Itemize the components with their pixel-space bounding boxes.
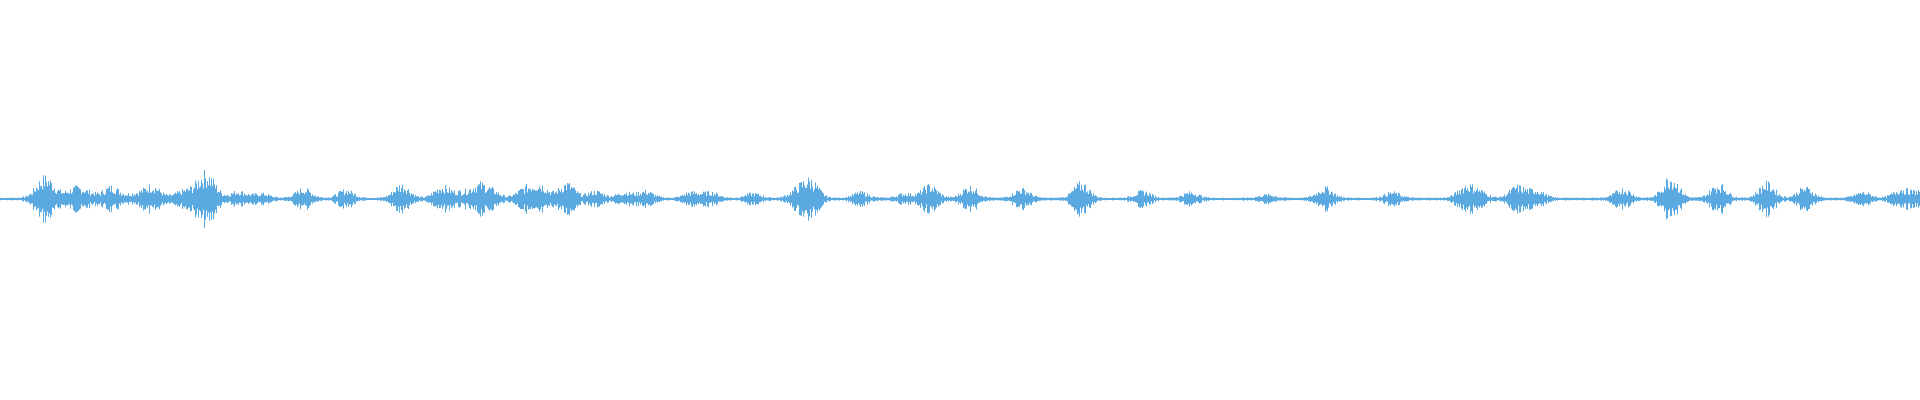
waveform-bars — [0, 169, 1920, 229]
